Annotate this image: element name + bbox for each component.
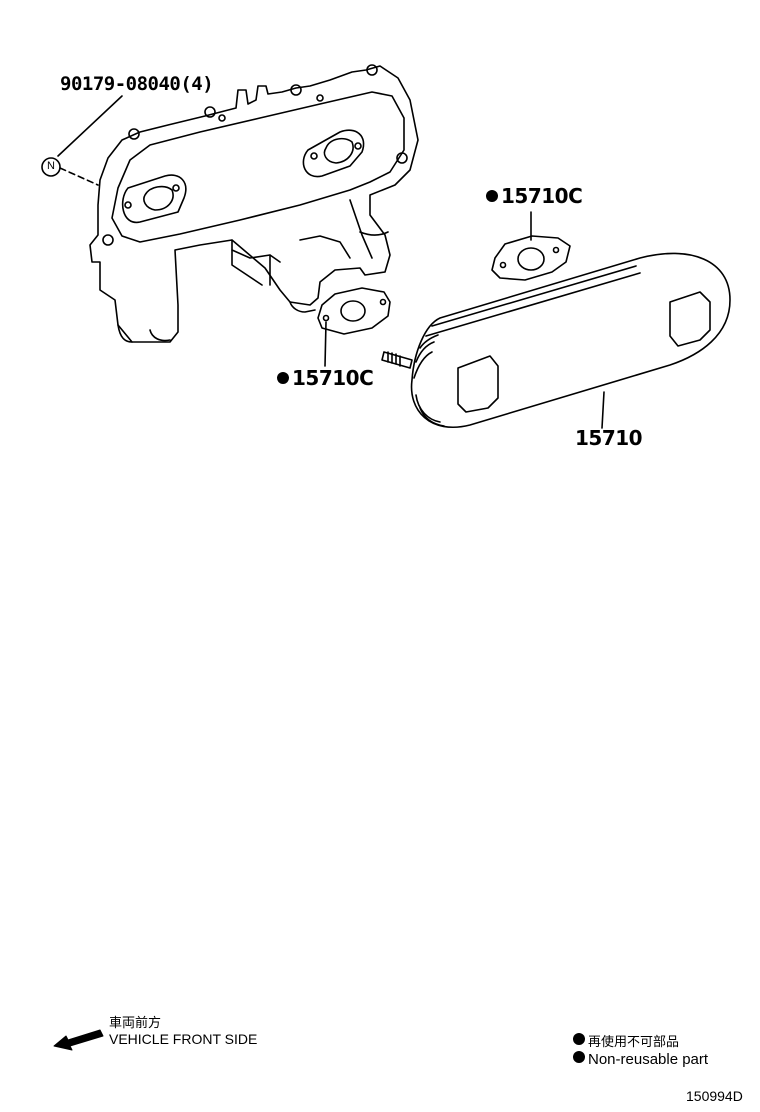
- callout-bolt-marker: N: [47, 160, 55, 172]
- vehicle-front-arrow-icon: [53, 1029, 104, 1051]
- non-reusable-dot-icon: [573, 1033, 585, 1045]
- non-reusable-dot-icon: [573, 1051, 585, 1063]
- callout-bolt-part: 90179-08040(4): [60, 73, 214, 95]
- non-reusable-dot-icon: [277, 372, 289, 384]
- callout-cooler: 15710: [575, 426, 643, 450]
- callout-gasket-upper-text: 15710C: [501, 184, 583, 208]
- direction-jp: 車両前方: [109, 1016, 162, 1031]
- legend-jp-text: 再使用不可部品: [588, 1035, 680, 1050]
- oil-cooler-element: [381, 252, 731, 428]
- direction-en: VEHICLE FRONT SIDE: [109, 1031, 258, 1047]
- callout-gasket-lower-text: 15710C: [292, 366, 374, 390]
- oil-cooler-cover: [89, 64, 419, 343]
- bolt-marker-circle: [41, 157, 61, 177]
- callout-gasket-upper: 15710C: [486, 184, 583, 208]
- gasket-upper: [491, 235, 571, 281]
- leader-lines: [57, 95, 605, 429]
- legend-en-text: Non-reusable part: [588, 1051, 709, 1068]
- callout-gasket-lower: 15710C: [277, 366, 374, 390]
- legend-jp: 再使用不可部品: [573, 1031, 679, 1050]
- figure-id: 150994D: [686, 1088, 743, 1104]
- legend-en: Non-reusable part: [573, 1051, 708, 1068]
- gasket-lower: [317, 287, 391, 335]
- non-reusable-dot-icon: [486, 190, 498, 202]
